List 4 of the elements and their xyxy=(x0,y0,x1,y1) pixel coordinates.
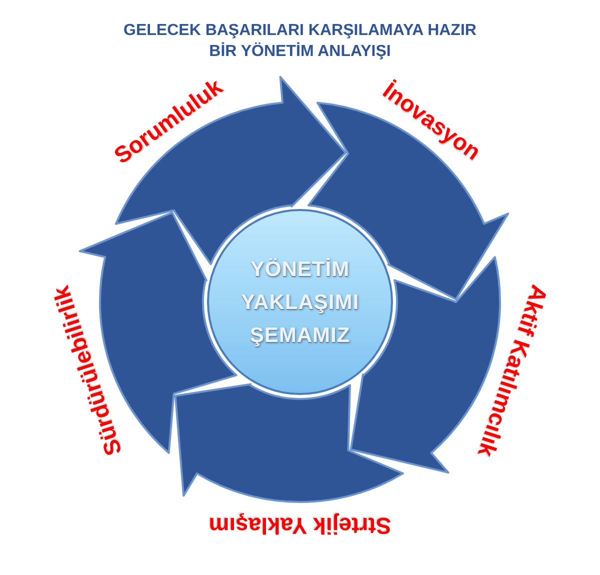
circle-label: YÖNETİM YAKLAŞIMI ŞEMAMIZ xyxy=(240,256,360,348)
ring-segment xyxy=(174,383,404,503)
diagram-title: GELECEK BAŞARILARI KARŞILAMAYA HAZIR BİR YÖNETİM ANLAYIŞI xyxy=(122,21,478,62)
segment-label: Strtejik Yaklaşım xyxy=(208,513,392,539)
